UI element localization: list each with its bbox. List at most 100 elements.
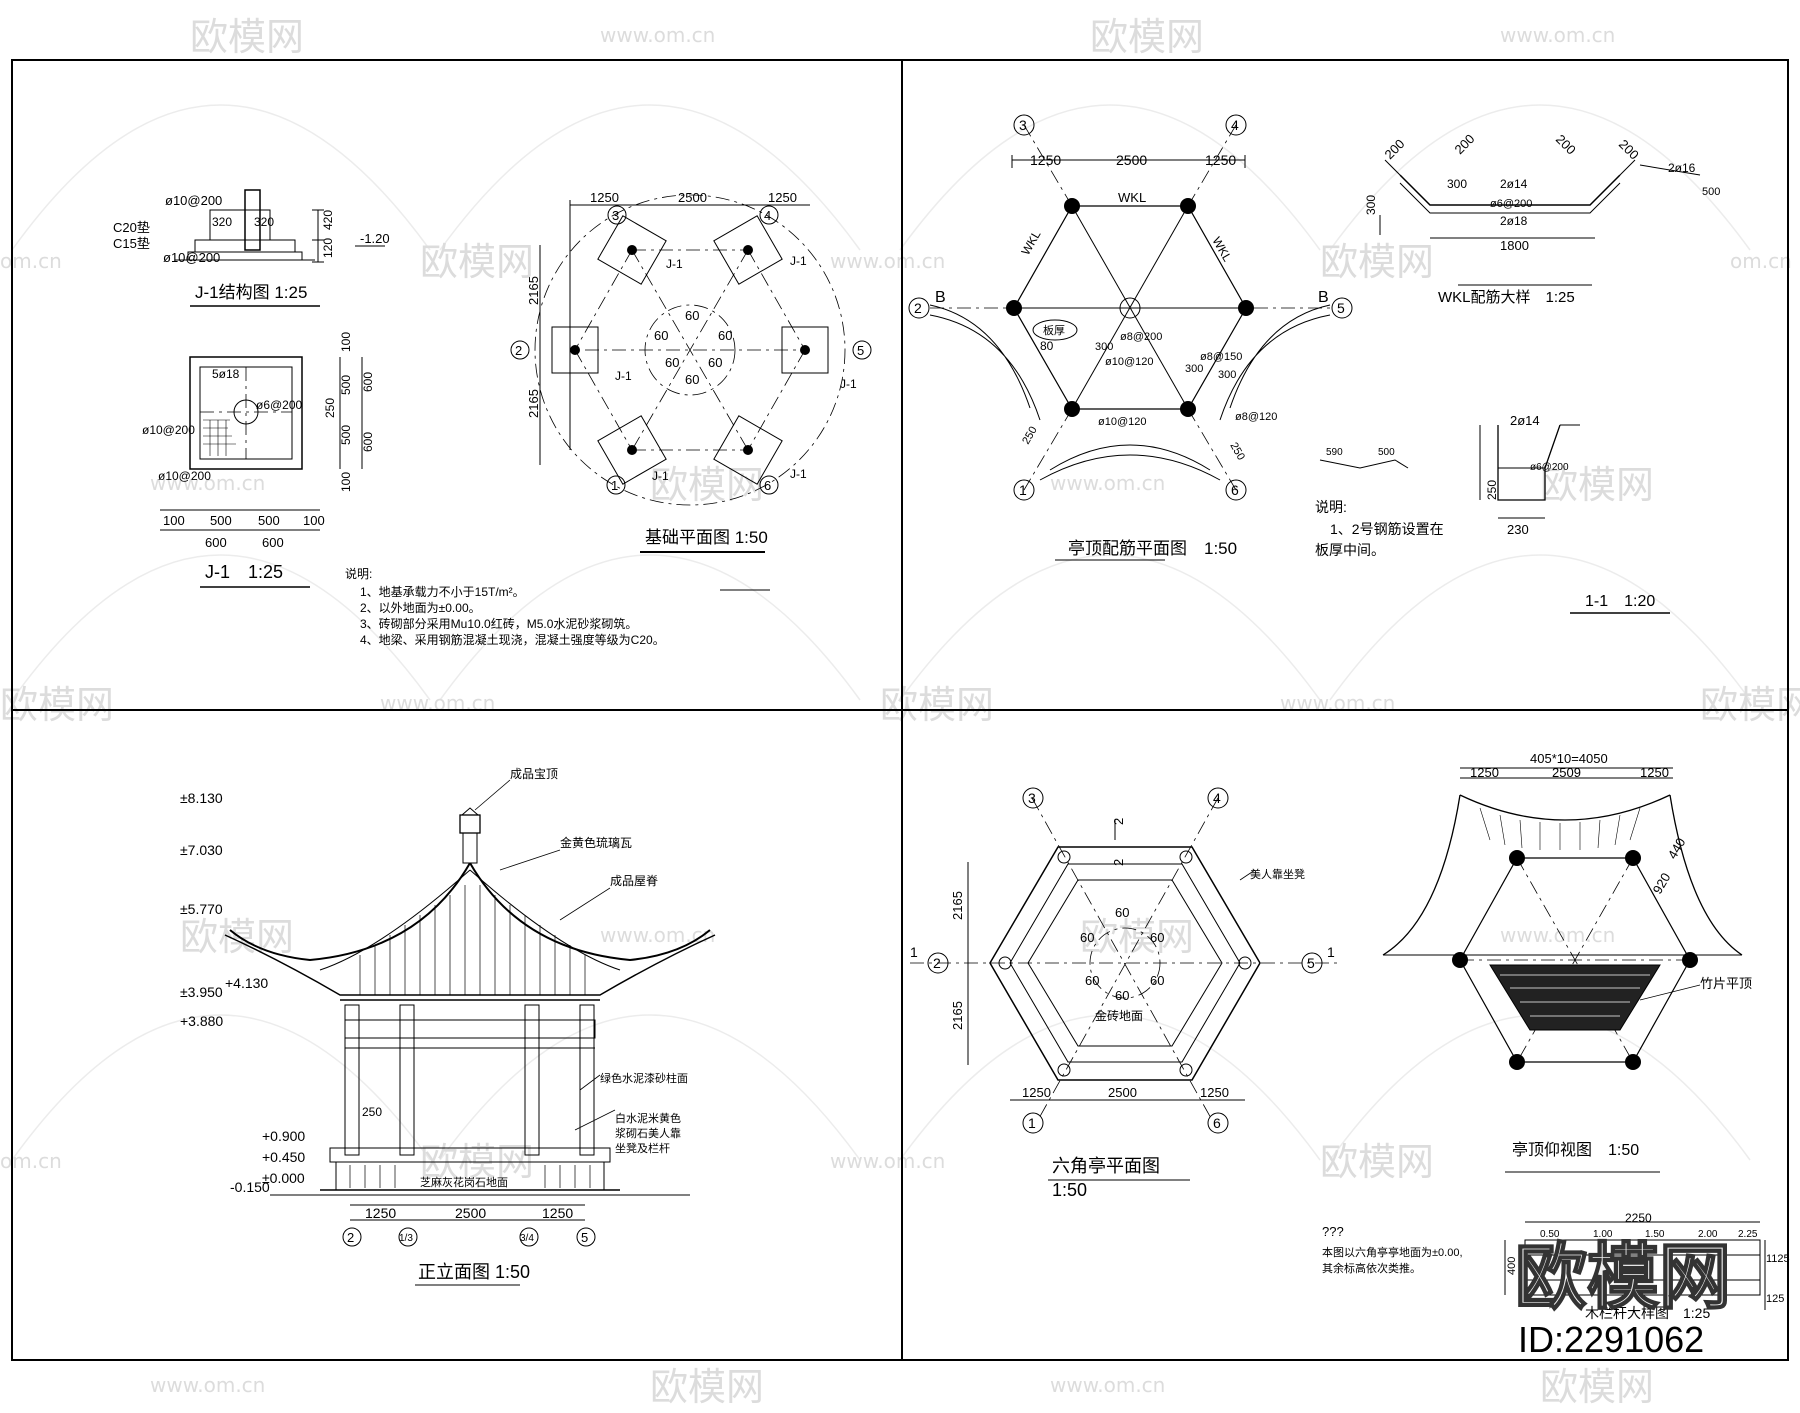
elevation-label: -1.20 <box>360 231 390 246</box>
dim-label: 600 <box>361 372 375 392</box>
drawing-title: J-1 1:25 <box>205 562 283 582</box>
axis-bubble: 4 <box>1213 790 1221 806</box>
dim-label: 420 <box>321 210 335 230</box>
rebar-label: 5ø18 <box>212 367 240 381</box>
drawing-scale: 1:50 <box>1052 1180 1087 1200</box>
watermark-logo: 欧模网 <box>1080 915 1194 959</box>
dim-label: 0.50 <box>1540 1229 1560 1240</box>
dim-label: 300 <box>1447 177 1467 191</box>
drawing-title: J-1结构图 1:25 <box>195 283 307 302</box>
dim-label: 2.25 <box>1738 1229 1758 1240</box>
callout-label: 成品宝顶 <box>510 767 558 781</box>
angle-label: 60 <box>718 328 732 343</box>
dim-label: 2165 <box>526 389 541 418</box>
dim-label: 1250 <box>365 1205 396 1221</box>
axis-bubble: 3/4 <box>520 1233 534 1244</box>
note-line: 1、2号钢筋设置在 <box>1330 521 1444 537</box>
dim-label: 590 <box>1326 447 1343 458</box>
drawing-title: WKL配筋大样 1:25 <box>1438 289 1575 306</box>
angle-label: 60 <box>1085 973 1099 988</box>
dim-label: 230 <box>1507 522 1529 537</box>
j1-section-drawing <box>175 189 385 263</box>
dim-label: 2509 <box>1552 765 1581 780</box>
watermark-logo: 欧模网 <box>650 463 764 507</box>
note-line: 2、以外地面为±0.00。 <box>360 601 481 615</box>
concrete-label: C15垫 <box>113 236 150 251</box>
dim-label: 2165 <box>950 1001 965 1030</box>
axis-bubble: 5 <box>1337 300 1345 316</box>
dim-label: 320 <box>212 215 232 229</box>
dim-label: 250 <box>362 1105 382 1119</box>
watermark-url: www.om.cn <box>1500 23 1615 47</box>
dim-label: 100 <box>339 332 353 352</box>
axis-bubble: 4 <box>1231 117 1239 133</box>
dim-label: 120 <box>321 238 335 258</box>
rebar-label: ø6@200 <box>256 398 303 412</box>
angle-label: 60 <box>1080 930 1094 945</box>
elevation-label: +3.880 <box>180 1013 223 1029</box>
watermark-logo: 欧模网 <box>1700 683 1800 727</box>
axis-letter: B <box>1318 289 1329 306</box>
rebar-label: ø10@200 <box>142 423 195 437</box>
axis-bubble: 6 <box>764 478 771 493</box>
dim-label: 80 <box>1040 339 1054 353</box>
section-11-drawing <box>1479 424 1580 519</box>
pavilion-elevation-drawing <box>224 779 716 1286</box>
callout-label: 白水泥米黄色 <box>615 1111 681 1125</box>
section-mark: J-1 <box>790 467 807 481</box>
drawing-title: 木栏杆大样图 1:25 <box>1585 1305 1710 1321</box>
floor-label: 芝麻灰花岗石地面 <box>420 1175 508 1189</box>
watermark-url: www.om.cn <box>150 471 265 495</box>
dim-label: 2165 <box>526 276 541 305</box>
callout-label: 成品屋脊 <box>610 874 658 888</box>
watermark-url: www.om.cn <box>830 1149 945 1173</box>
dim-label: 2500 <box>678 190 707 205</box>
watermark-url: www.om.cn <box>1280 691 1395 715</box>
rebar-label: ø10@200 <box>158 469 211 483</box>
watermark-url: www.om.cn <box>1500 923 1615 947</box>
callout-label: 绿色水泥漆砂柱面 <box>600 1071 688 1085</box>
axis-bubble: 5 <box>857 343 864 358</box>
dim-label: 200 <box>1452 131 1478 157</box>
dim-label: 100 <box>339 472 353 492</box>
slab-label: 板厚 <box>1043 323 1065 337</box>
drawing-title: 亭顶配筋平面图 1:50 <box>1068 539 1237 558</box>
panel-foundation: ø10@200 ø10@200 C20垫 C15垫 320 320 120 42… <box>113 189 872 647</box>
axis-bubble: 1 <box>611 478 618 493</box>
dim-label: 300 <box>1185 363 1203 375</box>
callout-label: 坐凳及栏杆 <box>615 1141 670 1155</box>
watermark-logo: 欧模网 <box>880 683 994 727</box>
dim-label: 1250 <box>542 1205 573 1221</box>
section-mark: J-1 <box>615 369 632 383</box>
dim-label: 2500 <box>1116 152 1147 168</box>
note-line: 本图以六角亭亭地面为±0.00, <box>1322 1245 1463 1259</box>
dim-label: 125 <box>1766 1293 1784 1305</box>
cut-mark: 1 <box>910 944 918 960</box>
angle-label: 60 <box>654 328 668 343</box>
dim-label: 250 <box>1485 480 1499 500</box>
axis-bubble: 1 <box>1028 1115 1036 1131</box>
section-mark: 2 <box>1111 859 1126 866</box>
rebar-label: ø8@150 <box>1200 351 1242 363</box>
dim-label: 500 <box>210 513 232 528</box>
axis-bubble: 2 <box>933 955 941 971</box>
angle-label: 60 <box>1115 988 1129 1003</box>
section-mark: J-1 <box>666 257 683 271</box>
axis-bubble: 1 <box>1019 482 1027 498</box>
watermark-logo: 欧模网 <box>190 15 304 59</box>
dim-label: 1250 <box>1205 152 1236 168</box>
watermark-logo: 欧模网 <box>0 683 114 727</box>
elevation-label: +4.130 <box>225 975 268 991</box>
notes-heading: ??? <box>1322 1224 1344 1239</box>
dim-label: 500 <box>339 425 353 445</box>
floor-label: 金砖地面 <box>1095 1008 1143 1023</box>
rebar-label: ø10@200 <box>163 250 220 265</box>
dim-label: 100 <box>163 513 185 528</box>
watermark-url: om.cn <box>0 1149 62 1173</box>
elevation-label: ±0.000 <box>262 1170 305 1186</box>
watermark-logo: 欧模网 <box>180 915 294 959</box>
dim-label: 100 <box>303 513 325 528</box>
axis-bubble: 2 <box>515 343 522 358</box>
axis-bubble: 6 <box>1213 1115 1221 1131</box>
rebar-label: ø6@200 <box>1490 198 1532 210</box>
